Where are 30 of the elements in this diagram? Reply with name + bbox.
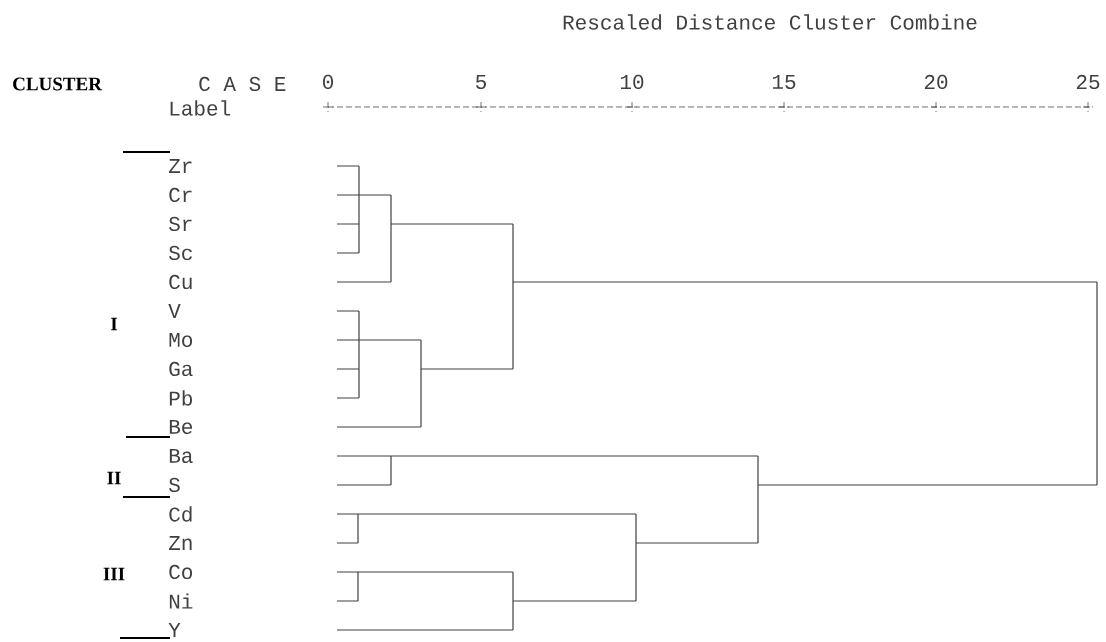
leaf-label: Ba [169,449,193,463]
leaf-label: Pb [169,390,192,406]
leaf-label: Y [168,623,181,637]
leaf-label: Cu [169,274,192,290]
leaf-label: Sc [169,245,192,261]
leaf-label: Zn [168,536,192,550]
tick-label: 5 [476,75,486,89]
leaf-label: V [168,304,181,318]
tick-label: 20 [924,74,948,90]
leaf-label: S [169,477,180,493]
tick-label: 10 [620,74,644,90]
leaf-label: Ni [169,593,193,609]
axis-title: Rescaled Distance Cluster Combine [563,14,977,30]
leaf-label: Mo [169,333,193,347]
leaf-label: Zr [168,159,192,173]
column-heading: Label [170,100,231,116]
leaf-label: Ga [169,361,193,377]
column-heading: C A S E [199,76,286,92]
leaf-label: Cd [169,506,192,522]
leaf-label: Cr [169,187,192,203]
leaf-label: Be [169,420,192,434]
cluster-numeral: III [103,567,125,581]
tick-label: 0 [323,74,333,90]
leaf-label: Co [169,564,193,580]
column-heading: CLUSTER [13,77,103,91]
tick-label: 25 [1076,74,1100,90]
tick-label: 15 [772,75,796,89]
cluster-numeral: II [107,471,121,485]
cluster-numeral: I [110,317,118,331]
leaf-label: Sr [169,216,192,232]
